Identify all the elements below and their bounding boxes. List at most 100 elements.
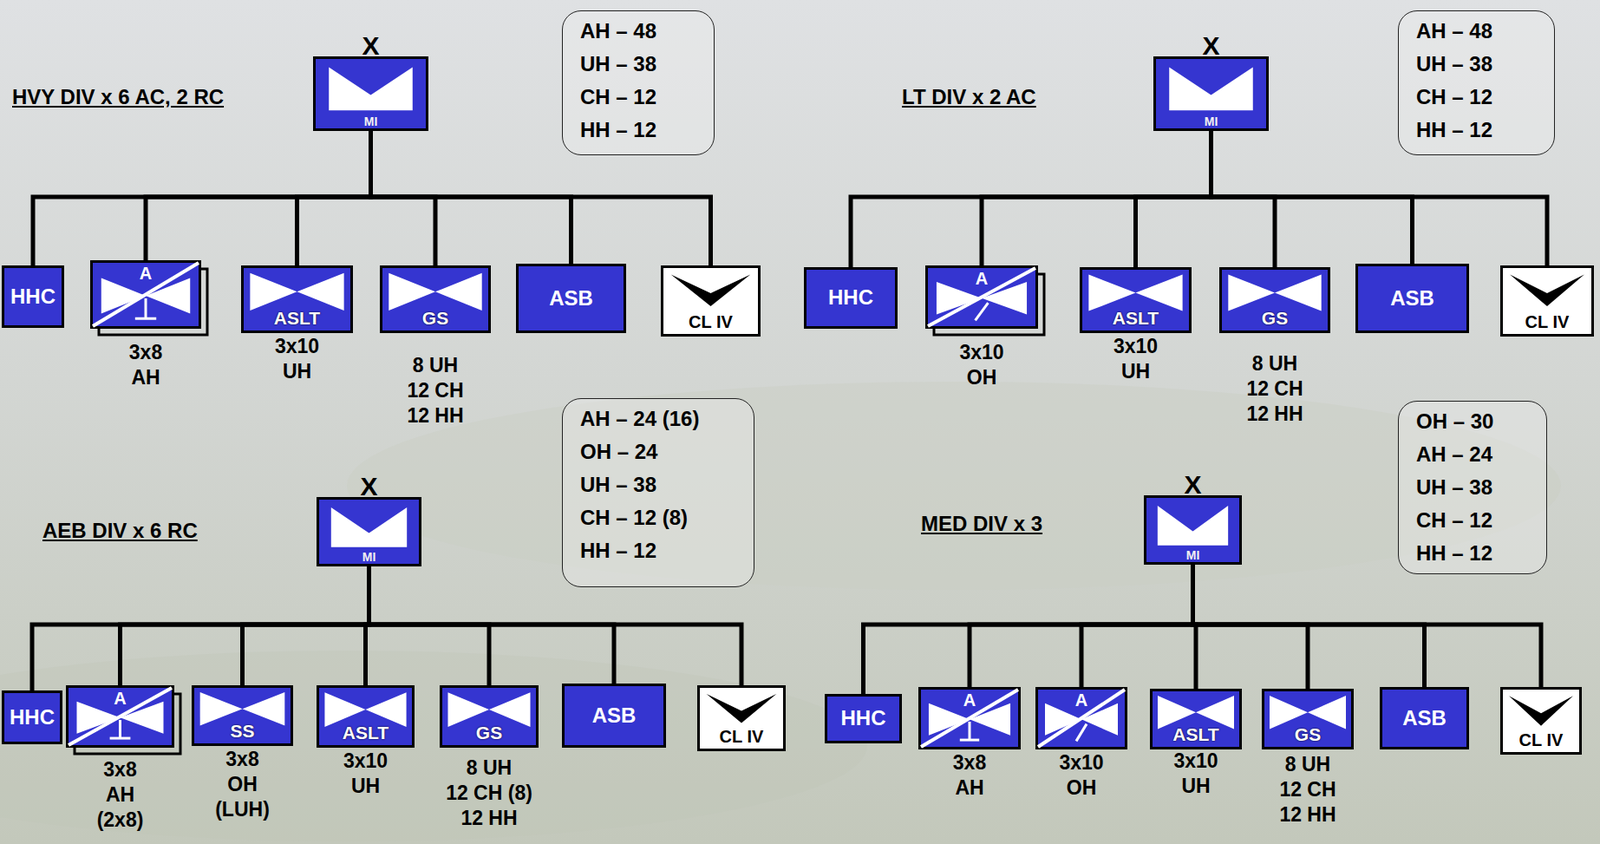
aircraft-total: OH – 24 <box>580 435 737 469</box>
bowtie-symbol <box>1307 695 1346 729</box>
aircraft-total: UH – 38 <box>580 47 697 81</box>
aircraft-count-group: 8 UH12 CH12 HH <box>406 352 464 429</box>
bowtie-symbol <box>1195 695 1235 729</box>
unit-box: ASB <box>515 263 627 334</box>
org-connector <box>32 130 372 266</box>
aircraft-count-group: 3x8 OH (LUH) <box>215 746 270 823</box>
aircraft-total: HH – 12 <box>1416 113 1537 147</box>
echelon-mark: X <box>1183 471 1202 498</box>
aircraft-total: AH – 24 (16) <box>580 402 737 436</box>
aircraft-count-group: 3x10 UH <box>1173 748 1218 799</box>
function-letter: A <box>139 263 152 283</box>
unit-box: A3x8 AH (2x8) <box>65 685 175 748</box>
supply-chevron <box>706 693 778 724</box>
aircraft-count: 3x10 OH <box>1058 750 1104 801</box>
unit-box: CL IV <box>697 685 786 752</box>
aircraft-type-mark <box>110 737 131 740</box>
bowtie-symbol <box>1157 695 1196 729</box>
unit-box: ASLT3x10 UH <box>316 685 415 748</box>
unit-box: GS8 UH12 CH12 HH <box>379 265 491 334</box>
branch-abbrev: MI <box>1204 115 1219 128</box>
bowtie-symbol <box>1274 274 1322 312</box>
aircraft-count-group: 3x8 AH (2x8) <box>97 757 144 833</box>
aircraft-total: OH – 30 <box>1416 404 1529 438</box>
unit-label: HHC <box>841 706 887 730</box>
unit-box: ASLT3x10 UH <box>1079 267 1192 334</box>
unit-box: XMI <box>313 56 429 131</box>
aircraft-total: HH – 12 <box>580 113 697 147</box>
bowtie-symbol <box>981 281 1027 315</box>
unit-box: XMI <box>1153 56 1269 131</box>
aircraft-count-group: 3x10 UH <box>1113 333 1158 385</box>
org-connector <box>1136 130 1212 268</box>
aviation-symbol <box>1157 505 1228 546</box>
aircraft-count-group: 8 UH12 CH (8)12 HH <box>445 755 533 831</box>
stacked-unit-outlines <box>74 268 1045 754</box>
division-title: LT DIV x 2 AC <box>901 84 1037 111</box>
aircraft-total: CH – 12 <box>1416 503 1529 537</box>
unit-box: XMI <box>1143 495 1242 565</box>
org-connector <box>850 130 1212 268</box>
unit-box: CL IV <box>1500 265 1594 337</box>
aircraft-type-mark <box>960 738 980 742</box>
aircraft-type-mark <box>968 721 972 740</box>
aircraft-count: 12 CH <box>1246 376 1303 402</box>
unit-label: ASB <box>548 287 594 310</box>
unit-box: XMI <box>316 496 422 567</box>
function-letter: A <box>1075 690 1088 710</box>
attack-diagonal <box>1038 689 1125 747</box>
aircraft-count: 3x10 UH <box>1113 333 1158 385</box>
attack-diagonal <box>92 262 199 327</box>
unit-label: ASB <box>592 704 637 727</box>
bowtie-symbol <box>1136 274 1183 312</box>
bowtie-symbol <box>435 273 483 311</box>
unit-label: CL IV <box>688 312 733 332</box>
aircraft-total: UH – 38 <box>1416 470 1529 504</box>
org-connector <box>242 566 370 686</box>
unit-box: ASB <box>561 683 667 748</box>
attack-diagonal <box>920 689 1019 747</box>
unit-box: ASLT3x10 UH <box>1149 688 1242 750</box>
unit-box: A3x8 AH <box>90 260 202 329</box>
attack-diagonal <box>68 687 172 745</box>
aircraft-count-group: 8 UH12 CH12 HH <box>1279 751 1336 828</box>
aircraft-summary-box: OH – 30AH – 24UH – 38CH – 12HH – 12 <box>1397 400 1548 575</box>
division-title: AEB DIV x 6 RC <box>42 518 198 544</box>
unit-label: ASLT <box>342 722 389 743</box>
org-connector <box>863 564 1194 694</box>
aircraft-count-group: 3x10 UH <box>274 333 320 385</box>
function-letter: A <box>963 690 976 710</box>
aircraft-total: HH – 12 <box>580 534 737 568</box>
unit-label: HHC <box>10 285 56 308</box>
org-connector <box>120 566 370 686</box>
division-title: HVY DIV x 6 AC, 2 RC <box>12 84 224 111</box>
unit-box: GS8 UH12 CH (8)12 HH <box>439 685 539 748</box>
aircraft-type-mark <box>144 298 148 319</box>
aircraft-count: 8 UH <box>445 755 533 781</box>
aircraft-count: 3x8 AH (2x8) <box>97 757 144 833</box>
bowtie-symbol <box>1227 274 1275 312</box>
aviation-symbol <box>1168 67 1254 112</box>
aircraft-count: 12 HH <box>1246 401 1303 427</box>
branch-abbrev: MI <box>362 550 377 563</box>
unit-label: ASLT <box>274 307 320 328</box>
aircraft-count: 12 HH <box>406 403 464 429</box>
unit-box: GS8 UH12 CH12 HH <box>1219 267 1331 334</box>
aircraft-count: 3x10 UH <box>1173 748 1218 799</box>
unit-box: A3x10 OH <box>925 265 1039 329</box>
bowtie-symbol <box>1269 695 1308 729</box>
bowtie-symbol <box>200 692 243 725</box>
aircraft-count: 8 UH <box>1279 751 1336 778</box>
aircraft-summary-box: AH – 48UH – 38CH – 12HH – 12 <box>1397 10 1555 156</box>
aircraft-total: AH – 24 <box>1416 437 1529 471</box>
unit-box: ASLT3x10 UH <box>241 265 353 334</box>
supply-chevron <box>1509 274 1585 307</box>
unit-label: GS <box>1261 307 1288 328</box>
aircraft-count: 12 HH <box>1279 802 1336 828</box>
aircraft-count: 12 CH (8) <box>445 780 533 806</box>
echelon-mark: X <box>361 32 379 59</box>
bowtie-symbol <box>1088 274 1136 312</box>
org-connector <box>1081 564 1194 687</box>
aircraft-type-mark <box>118 719 122 738</box>
